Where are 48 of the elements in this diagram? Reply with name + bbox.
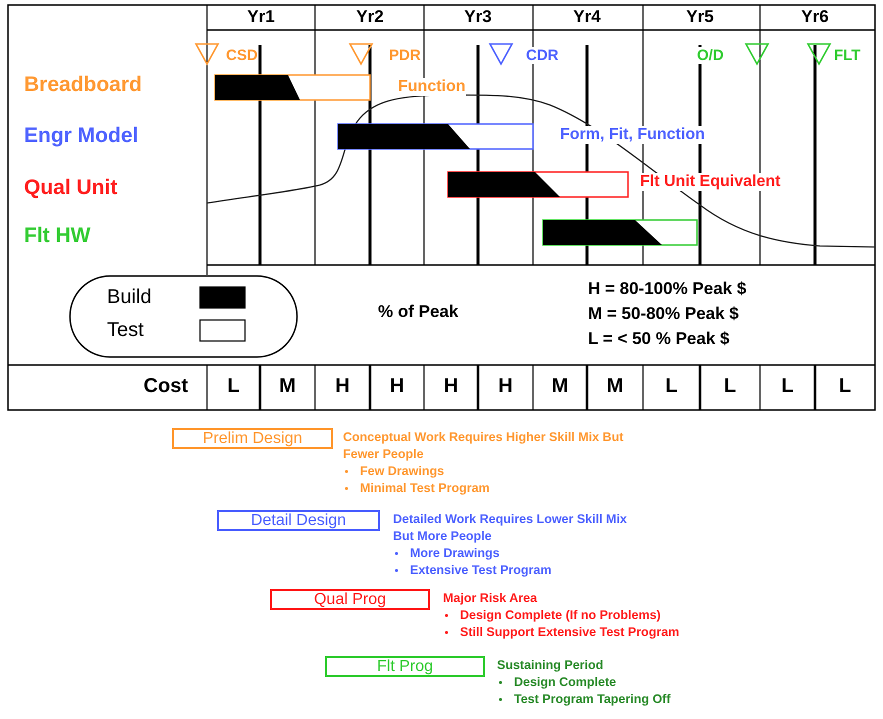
bar-annotation: Function [398,78,466,96]
cost-level: H [388,375,406,398]
cost-level: H [442,375,460,398]
legend-label: Build [107,286,152,309]
cost-level: H [334,375,351,398]
bar-annotation: Form, Fit, Function [560,126,705,144]
cost-definition: H = 80-100% Peak $ [588,279,746,299]
row-label: Qual Unit [24,176,118,200]
year-header: Yr5 [685,7,715,27]
milestone-label: CDR [526,47,558,64]
cost-level: M [606,375,624,398]
cost-level: L [838,375,852,398]
cost-level: L [226,375,241,398]
bullet-note: Test Program Tapering Off [514,691,671,708]
year-header: Yr1 [246,7,276,27]
cost-level: M [550,375,570,398]
cost-definition: L = < 50 % Peak $ [588,329,730,349]
curve-label: % of Peak [378,302,458,322]
phase-note: Sustaining Period [497,657,604,674]
milestone-label: O/D [697,47,724,64]
cost-level: L [664,375,679,398]
phase-note: Detailed Work Requires Lower Skill Mix But More People [393,511,628,545]
row-header: Cost [144,375,188,398]
bullet-note: Extensive Test Program [410,562,552,579]
year-header: Yr4 [572,7,602,27]
bullet-note: Minimal Test Program [360,480,490,497]
bullet-note: Still Support Extensive Test Program [460,624,680,641]
bullet-note: More Drawings [410,545,500,562]
phase-note: Major Risk Area [443,590,538,607]
cost-level: L [780,375,795,398]
phase-box: Prelim Design [172,428,333,449]
year-header: Yr6 [800,7,830,27]
year-header: Yr3 [463,7,493,27]
bar-annotation: Flt Unit Equivalent [640,173,780,192]
bullet-note: Few Drawings [360,463,444,480]
row-label: Engr Model [24,124,138,148]
bullet-note: Design Complete [514,674,616,691]
cost-level: H [497,375,514,398]
year-header: Yr2 [355,7,385,27]
phase-box: Qual Prog [270,589,430,610]
legend-label: Test [107,319,144,342]
cost-level: L [722,375,738,398]
cost-definition: M = 50-80% Peak $ [588,304,739,324]
phase-box: Flt Prog [325,656,485,677]
bullet-note: Design Complete (If no Problems) [460,607,661,624]
phase-note: Conceptual Work Requires Higher Skill Mix But Fewer People [343,429,624,463]
phase-box: Detail Design [217,510,380,531]
cost-level: M [278,375,297,398]
